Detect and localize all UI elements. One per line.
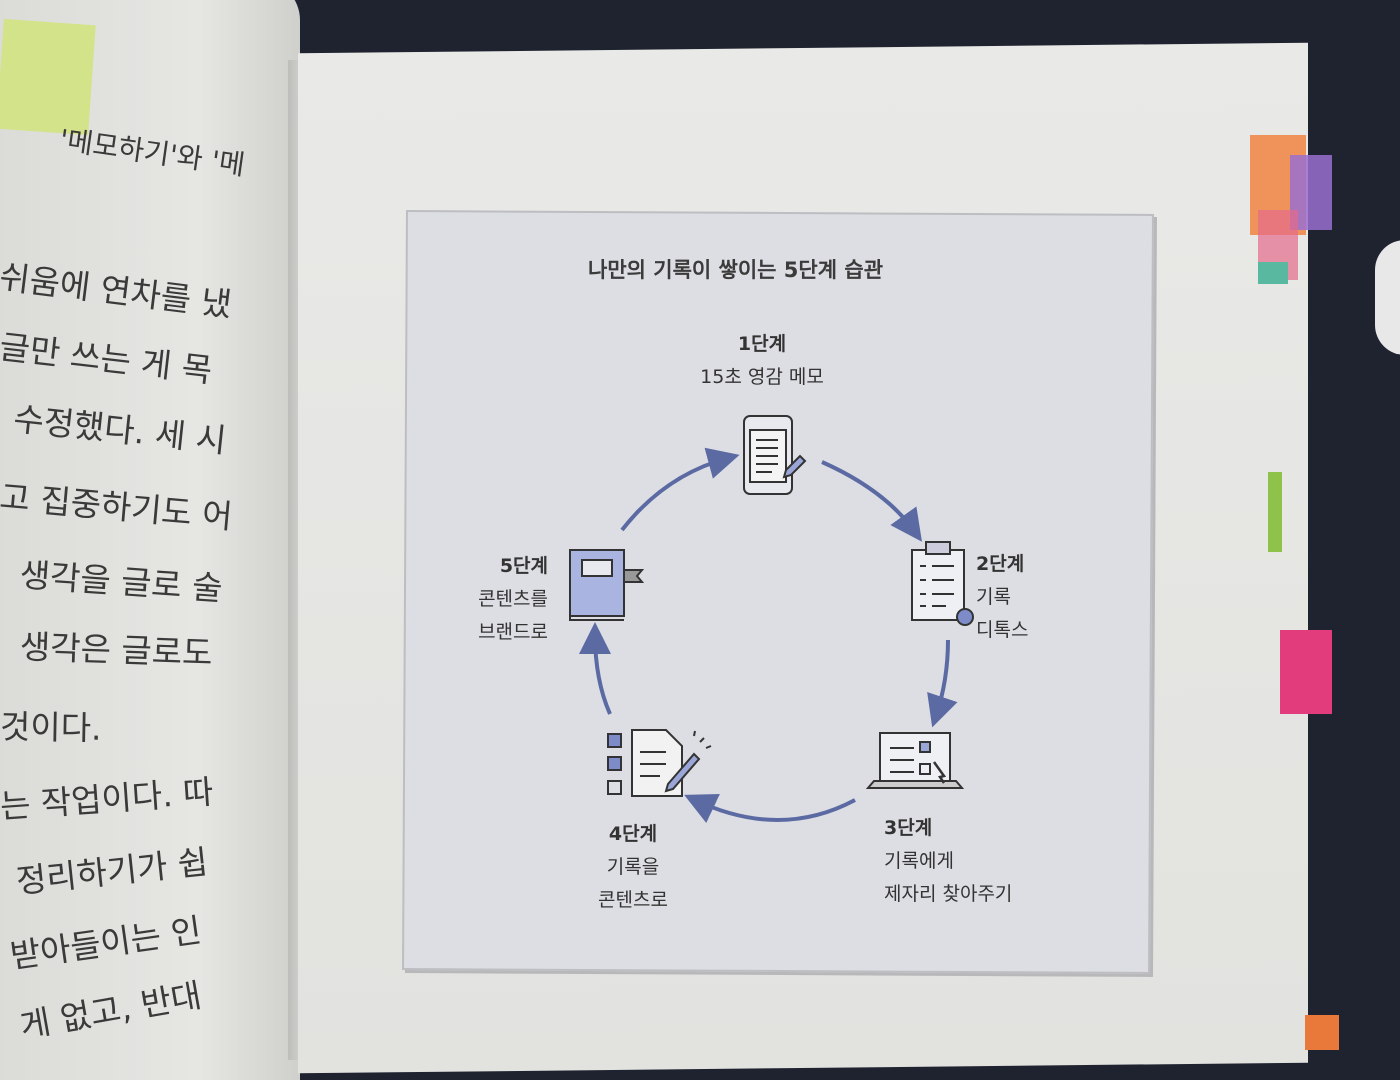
step-1-label: 1단계 15초 영감 메모: [700, 328, 824, 394]
step-3-text: 기록에게: [884, 850, 954, 872]
step-1-stage: 1단계: [737, 333, 787, 355]
laptop-organize-icon: [865, 732, 965, 789]
step-3-label: 3단계 기록에게 제자리 찾아주기: [884, 812, 1012, 911]
book-icon: [569, 549, 645, 621]
step-4-text: 기록을: [606, 856, 660, 878]
step-2-stage: 2단계: [976, 553, 1025, 575]
step-1-text: 15초 영감 메모: [700, 366, 824, 388]
left-page: [0, 0, 300, 1080]
step-4-text: 콘텐츠로: [598, 889, 668, 911]
step-3-text: 제자리 찾아주기: [884, 883, 1013, 905]
step-2-text: 기록: [976, 586, 1011, 608]
diagram-title: 나만의 기록이 쌓이는 5단계 습관: [588, 258, 884, 282]
step-4-label: 4단계 기록을 콘텐츠로: [570, 818, 696, 917]
step-5-stage: 5단계: [499, 555, 548, 577]
step-3-stage: 3단계: [884, 817, 933, 839]
arrow-1-to-2: [821, 460, 922, 542]
cycle-diagram: [569, 415, 974, 823]
step-2-text: 디톡스: [976, 619, 1029, 641]
step-2-label: 2단계 기록 디톡스: [976, 548, 1028, 647]
step-5-text: 콘텐츠를: [478, 588, 548, 610]
step-5-label: 5단계 콘텐츠를 브랜드로: [452, 550, 548, 649]
smartphone-memo-icon: [743, 415, 807, 495]
arrow-5-to-1: [620, 447, 740, 532]
arrow-3-to-4: [684, 794, 856, 823]
arrow-4-to-5: [579, 622, 612, 715]
step-4-stage: 4단계: [608, 823, 658, 845]
document-checklist-icon: [607, 729, 712, 797]
arrow-2-to-3: [927, 639, 958, 728]
step-5-text: 브랜드로: [478, 621, 548, 643]
clipboard-checklist-icon: [911, 541, 974, 626]
